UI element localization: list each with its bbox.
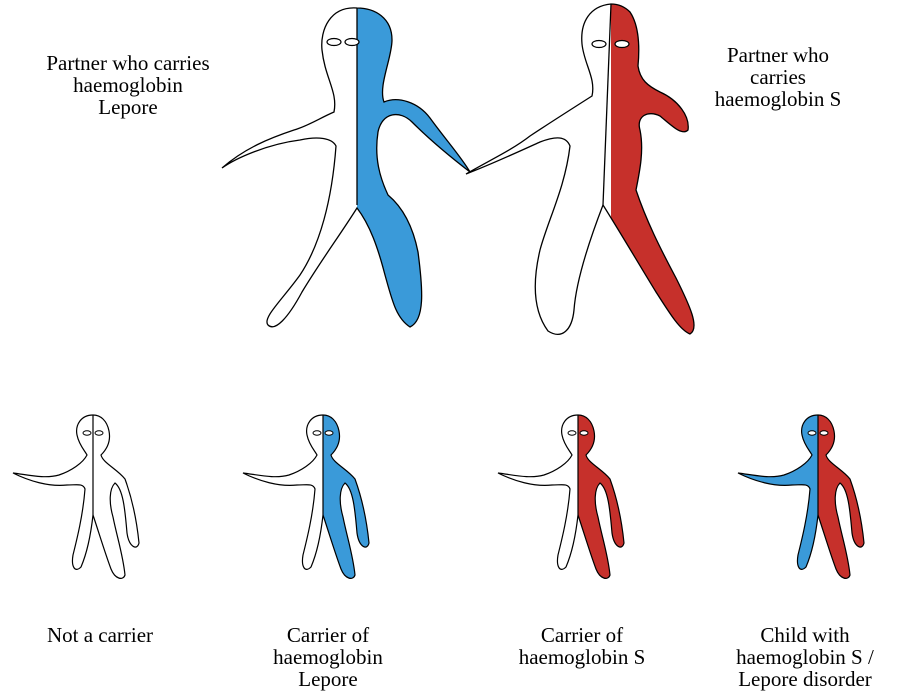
label-line: haemoglobin S [690,88,866,110]
label-line: Child with [715,624,895,646]
eye-icon [95,431,103,435]
label-line: haemoglobin S [492,646,672,668]
label-line: Partner who [690,44,866,66]
label-line: haemoglobin [0,74,256,96]
eye-icon [808,431,816,435]
eye-icon [580,431,588,435]
eye-icon [820,431,828,435]
label-line: Lepore [0,96,256,118]
eye-icon [313,431,321,435]
parent-figure-s [466,4,694,334]
label-line: haemoglobin S / [715,646,895,668]
children-figures [13,415,864,578]
label-line: Lepore disorder [715,668,895,690]
child-not-carrier-label: Not a carrier [10,624,190,646]
parent-lepore-label: Partner who carries haemoglobin Lepore [0,52,256,118]
child-not-carrier-figure [13,415,139,578]
child-s-lepore-disorder-label: Child with haemoglobin S / Lepore disord… [715,624,895,690]
child-s-lepore-disorder-figure [738,415,864,578]
eye-icon [345,39,359,46]
eye-icon [327,39,341,46]
label-line: haemoglobin [238,646,418,668]
label-line: Carrier of [238,624,418,646]
child-lepore-carrier-label: Carrier of haemoglobin Lepore [238,624,418,690]
label-line: Not a carrier [10,624,190,646]
parent-figure-lepore [222,8,470,327]
parent-s-label: Partner who carries haemoglobin S [690,44,866,110]
eye-icon [615,41,629,48]
child-lepore-carrier-figure [243,415,369,578]
parent-a-left-half [222,8,470,327]
label-line: Partner who carries [0,52,256,74]
eye-icon [592,41,606,48]
label-line: Lepore [238,668,418,690]
eye-icon [325,431,333,435]
eye-icon [83,431,91,435]
child-s-carrier-figure [498,415,624,578]
label-line: Carrier of [492,624,672,646]
label-line: carries [690,66,866,88]
eye-icon [568,431,576,435]
child-s-carrier-label: Carrier of haemoglobin S [492,624,672,668]
